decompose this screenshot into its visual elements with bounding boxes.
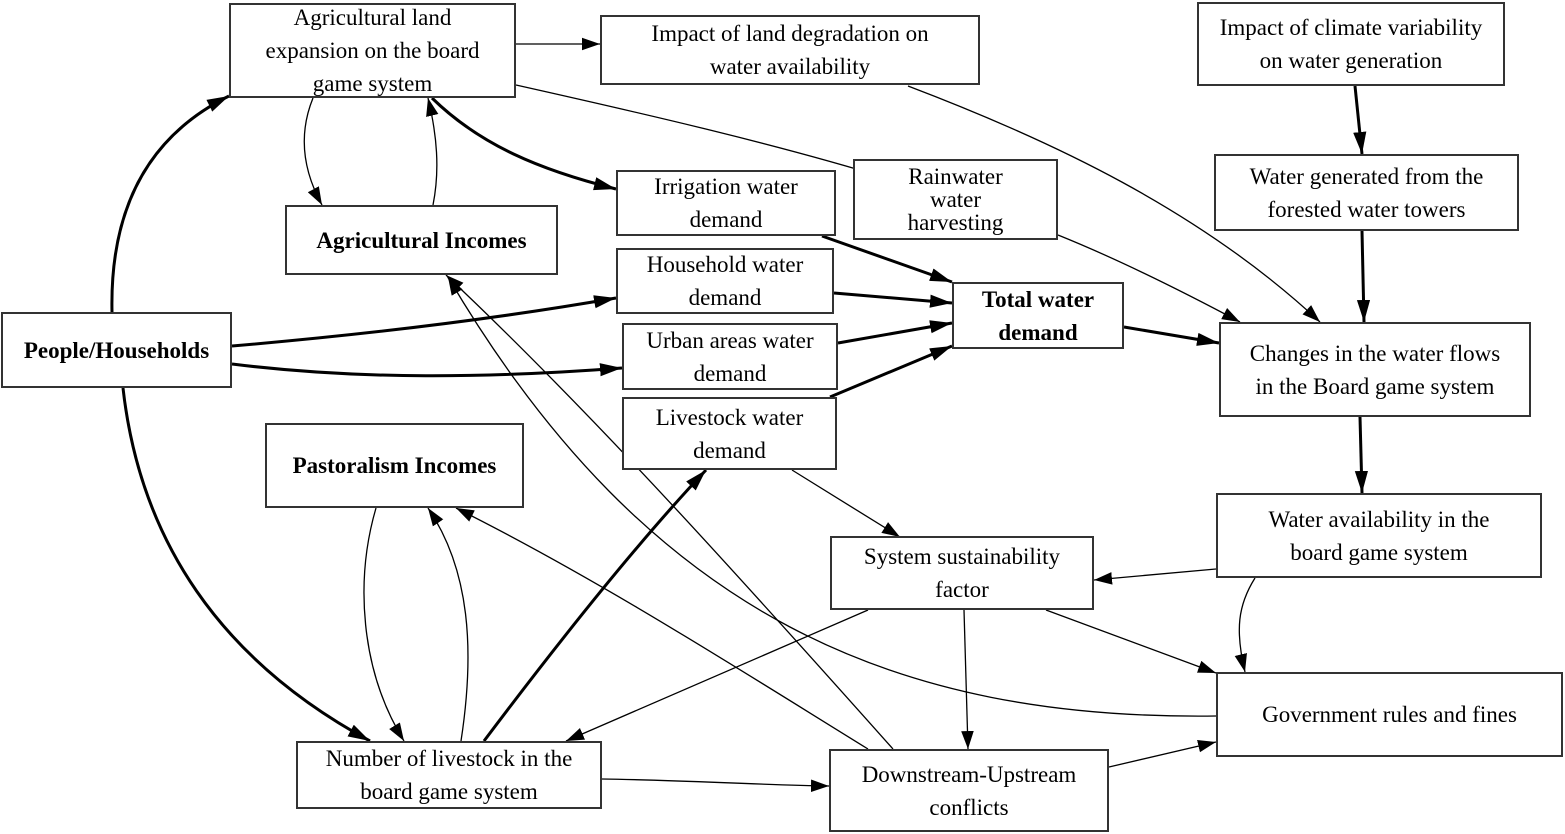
edge-people-to-household <box>231 295 617 348</box>
edge-conflicts-to-past-income <box>455 507 869 750</box>
node-government-rules-and-fines: Government rules and fines <box>1216 672 1563 757</box>
edge-total-to-flows <box>1123 325 1220 346</box>
node-label: Agricultural Incomes <box>316 227 527 253</box>
edge-household-to-total <box>833 291 953 308</box>
node-downstream-upstream-conflicts: Downstream-Upstream conflicts <box>829 749 1109 832</box>
node-label: People/Households <box>23 337 210 363</box>
node-label: Impact of land degradation on water avai… <box>651 21 929 79</box>
edge-livestock-num-to-livestock-demand <box>482 468 708 742</box>
edge-past-income-to-livestock-num <box>363 507 405 742</box>
edge-people-to-agri-land <box>110 94 230 313</box>
node-label: Water generated from the forested water … <box>1249 163 1484 222</box>
node-label: Total water demand <box>981 286 1095 345</box>
edge-land-deg-to-flows <box>907 85 1321 323</box>
node-agricultural-land-expansion: Agricultural land expansion on the board… <box>229 3 516 98</box>
node-water-flow-changes: Changes in the water flows in the Board … <box>1219 322 1531 417</box>
edge-urban-to-total <box>837 320 953 345</box>
edge-availability-to-government <box>1234 577 1256 673</box>
edge-climate-to-towers <box>1353 85 1367 155</box>
node-label: Government rules and fines <box>1262 702 1517 727</box>
node-label: Downstream-Upstream conflicts <box>861 761 1077 820</box>
node-water-availability: Water availability in the board game sys… <box>1216 493 1542 578</box>
edge-availability-to-sustainability <box>1093 568 1217 585</box>
edge-livestock-demand-to-sustainability <box>791 469 901 538</box>
node-label: Impact of climate variability on water g… <box>1219 15 1483 73</box>
node-people-households: People/Households <box>1 312 232 388</box>
node-livestock-water-demand: Livestock water demand <box>622 397 837 470</box>
node-agricultural-incomes: Agricultural Incomes <box>285 205 558 275</box>
edge-towers-to-flows <box>1356 230 1371 323</box>
edge-irrigation-to-total <box>821 234 953 284</box>
edge-agri-income-to-agri-land <box>426 97 439 206</box>
node-label: Irrigation water demand <box>654 174 798 232</box>
edge-conflicts-to-government <box>1108 739 1217 768</box>
node-land-degradation-impact: Impact of land degradation on water avai… <box>600 15 980 85</box>
node-irrigation-water-demand: Irrigation water demand <box>616 170 836 236</box>
node-label: Agricultural land expansion on the board… <box>265 5 480 96</box>
edge-agri-land-to-agri-income <box>303 97 323 206</box>
edge-sustainability-to-government <box>1045 609 1217 674</box>
edge-livestock-num-to-past-income <box>427 507 469 742</box>
edge-government-to-agri-income <box>447 276 1217 717</box>
node-forested-water-towers: Water generated from the forested water … <box>1214 154 1519 231</box>
node-label: System sustainability factor <box>863 544 1061 602</box>
edge-agri-land-to-rainwater <box>515 84 894 181</box>
edge-sustainability-to-livestock-num <box>565 609 869 742</box>
node-label: Pastoralism Incomes <box>292 453 497 478</box>
node-label: Urban areas water demand <box>646 327 814 386</box>
node-label: Livestock water demand <box>655 404 804 463</box>
edge-sustainability-to-conflicts <box>961 609 974 750</box>
node-total-water-demand: Total water demand <box>952 282 1124 349</box>
edge-people-to-livestock-num <box>121 387 371 743</box>
edge-flows-to-availability <box>1354 416 1369 494</box>
node-label: Water availability in the board game sys… <box>1268 506 1490 565</box>
node-number-of-livestock: Number of livestock in the board game sy… <box>296 741 602 809</box>
node-system-sustainability-factor: System sustainability factor <box>830 536 1094 610</box>
node-pastoralism-incomes: Pastoralism Incomes <box>265 423 524 508</box>
edge-rainwater-to-flows <box>1057 234 1241 323</box>
node-household-water-demand: Household water demand <box>616 248 834 314</box>
node-label: Changes in the water flows in the Board … <box>1249 340 1501 399</box>
edge-livestock-num-to-conflicts <box>601 778 830 793</box>
edge-people-to-urban <box>231 362 623 378</box>
node-rainwater-harvesting: Rainwater water harvesting <box>853 159 1058 240</box>
node-label: Rainwater water harvesting <box>907 164 1004 235</box>
node-urban-areas-water-demand: Urban areas water demand <box>622 323 838 390</box>
node-label: Number of livestock in the board game sy… <box>325 746 573 804</box>
edge-conflicts-to-agri-income <box>445 274 894 750</box>
node-label: Household water demand <box>646 252 804 310</box>
node-climate-variability-impact: Impact of climate variability on water g… <box>1197 2 1505 86</box>
edge-livestock-demand-to-total <box>829 344 953 399</box>
edge-agri-land-to-irrigation <box>430 96 617 191</box>
